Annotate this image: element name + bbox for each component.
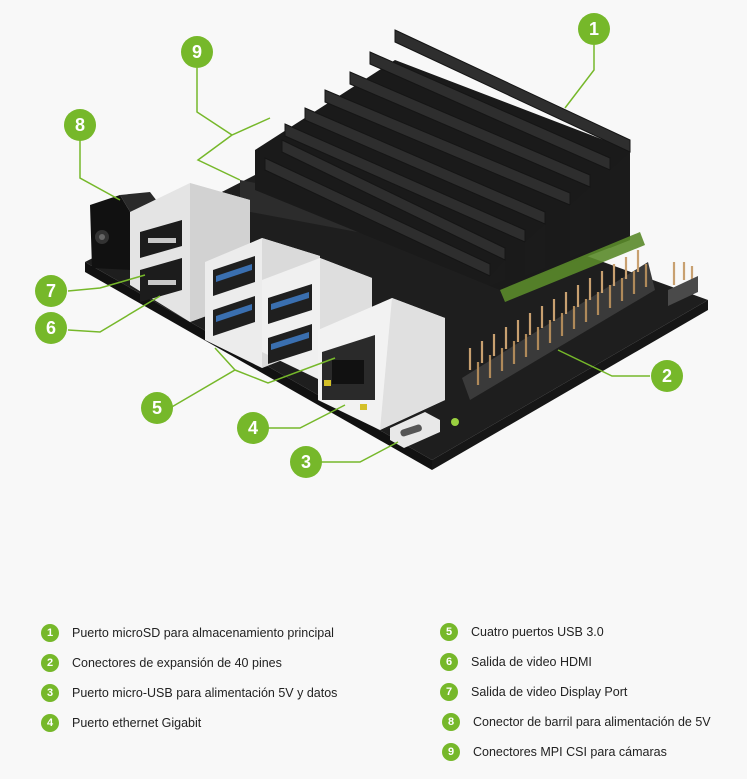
legend-badge-2: 2 (41, 654, 59, 672)
callout-4-number: 4 (248, 418, 258, 438)
legend: 1 Puerto microSD para almacenamiento pri… (0, 612, 747, 772)
legend-item-1: 1 Puerto microSD para almacenamiento pri… (41, 622, 334, 644)
legend-label-8: Conector de barril para alimentación de … (473, 715, 711, 729)
leader-line-2 (557, 349, 650, 377)
callout-5: 5 (141, 392, 173, 424)
legend-badge-3: 3 (41, 684, 59, 702)
legend-label-1: Puerto microSD para almacenamiento princ… (72, 626, 334, 640)
callout-4: 4 (237, 412, 269, 444)
leader-line-5 (169, 347, 336, 409)
callout-7: 7 (35, 275, 67, 307)
barrel-jack (90, 192, 160, 270)
callout-7-number: 7 (46, 281, 56, 301)
callout-8-number: 8 (75, 115, 85, 135)
leader-line-6 (67, 295, 161, 333)
callout-3: 3 (290, 446, 322, 478)
callout-2: 2 (651, 360, 683, 392)
callout-6: 6 (35, 312, 67, 344)
legend-item-6: 6 Salida de video HDMI (440, 651, 592, 673)
leader-line-8 (79, 140, 121, 201)
board-illustration: 1 2 3 4 5 6 7 8 9 (35, 13, 708, 478)
legend-label-5: Cuatro puertos USB 3.0 (471, 625, 604, 639)
legend-item-8: 8 Conector de barril para alimentación d… (442, 711, 711, 733)
leader-line-9 (196, 68, 271, 181)
legend-label-7: Salida de video Display Port (471, 685, 628, 699)
legend-badge-8: 8 (442, 713, 460, 731)
ethernet-port (318, 298, 445, 430)
callout-1: 1 (578, 13, 610, 45)
callout-3-number: 3 (301, 452, 311, 472)
legend-label-4: Puerto ethernet Gigabit (72, 716, 202, 730)
callout-5-number: 5 (152, 398, 162, 418)
legend-item-7: 7 Salida de video Display Port (440, 681, 627, 703)
legend-badge-6: 6 (440, 653, 458, 671)
legend-label-2: Conectores de expansión de 40 pines (72, 656, 282, 670)
legend-item-5: 5 Cuatro puertos USB 3.0 (440, 621, 604, 643)
legend-item-9: 9 Conectores MPI CSI para cámaras (442, 741, 667, 763)
callout-9: 9 (181, 36, 213, 68)
callout-6-number: 6 (46, 318, 56, 338)
legend-badge-9: 9 (442, 743, 460, 761)
callout-1-number: 1 (589, 19, 599, 39)
gpio-header (462, 250, 698, 400)
legend-item-2: 2 Conectores de expansión de 40 pines (41, 652, 282, 674)
heatsink (255, 29, 645, 302)
leader-line-7 (67, 274, 146, 292)
leader-line-4 (268, 404, 346, 429)
legend-badge-1: 1 (41, 624, 59, 642)
callout-2-number: 2 (662, 366, 672, 386)
legend-badge-7: 7 (440, 683, 458, 701)
leader-line-3 (320, 441, 399, 463)
legend-label-9: Conectores MPI CSI para cámaras (473, 745, 667, 759)
legend-badge-5: 5 (440, 623, 458, 641)
callout-9-number: 9 (192, 42, 202, 62)
legend-item-3: 3 Puerto micro-USB para alimentación 5V … (41, 682, 337, 704)
legend-label-6: Salida de video HDMI (471, 655, 592, 669)
callout-8: 8 (64, 109, 96, 141)
legend-item-4: 4 Puerto ethernet Gigabit (41, 712, 201, 734)
micro-usb-port (390, 412, 459, 448)
legend-label-3: Puerto micro-USB para alimentación 5V y … (72, 686, 338, 700)
leader-line-1 (564, 45, 595, 109)
legend-badge-4: 4 (41, 714, 59, 732)
